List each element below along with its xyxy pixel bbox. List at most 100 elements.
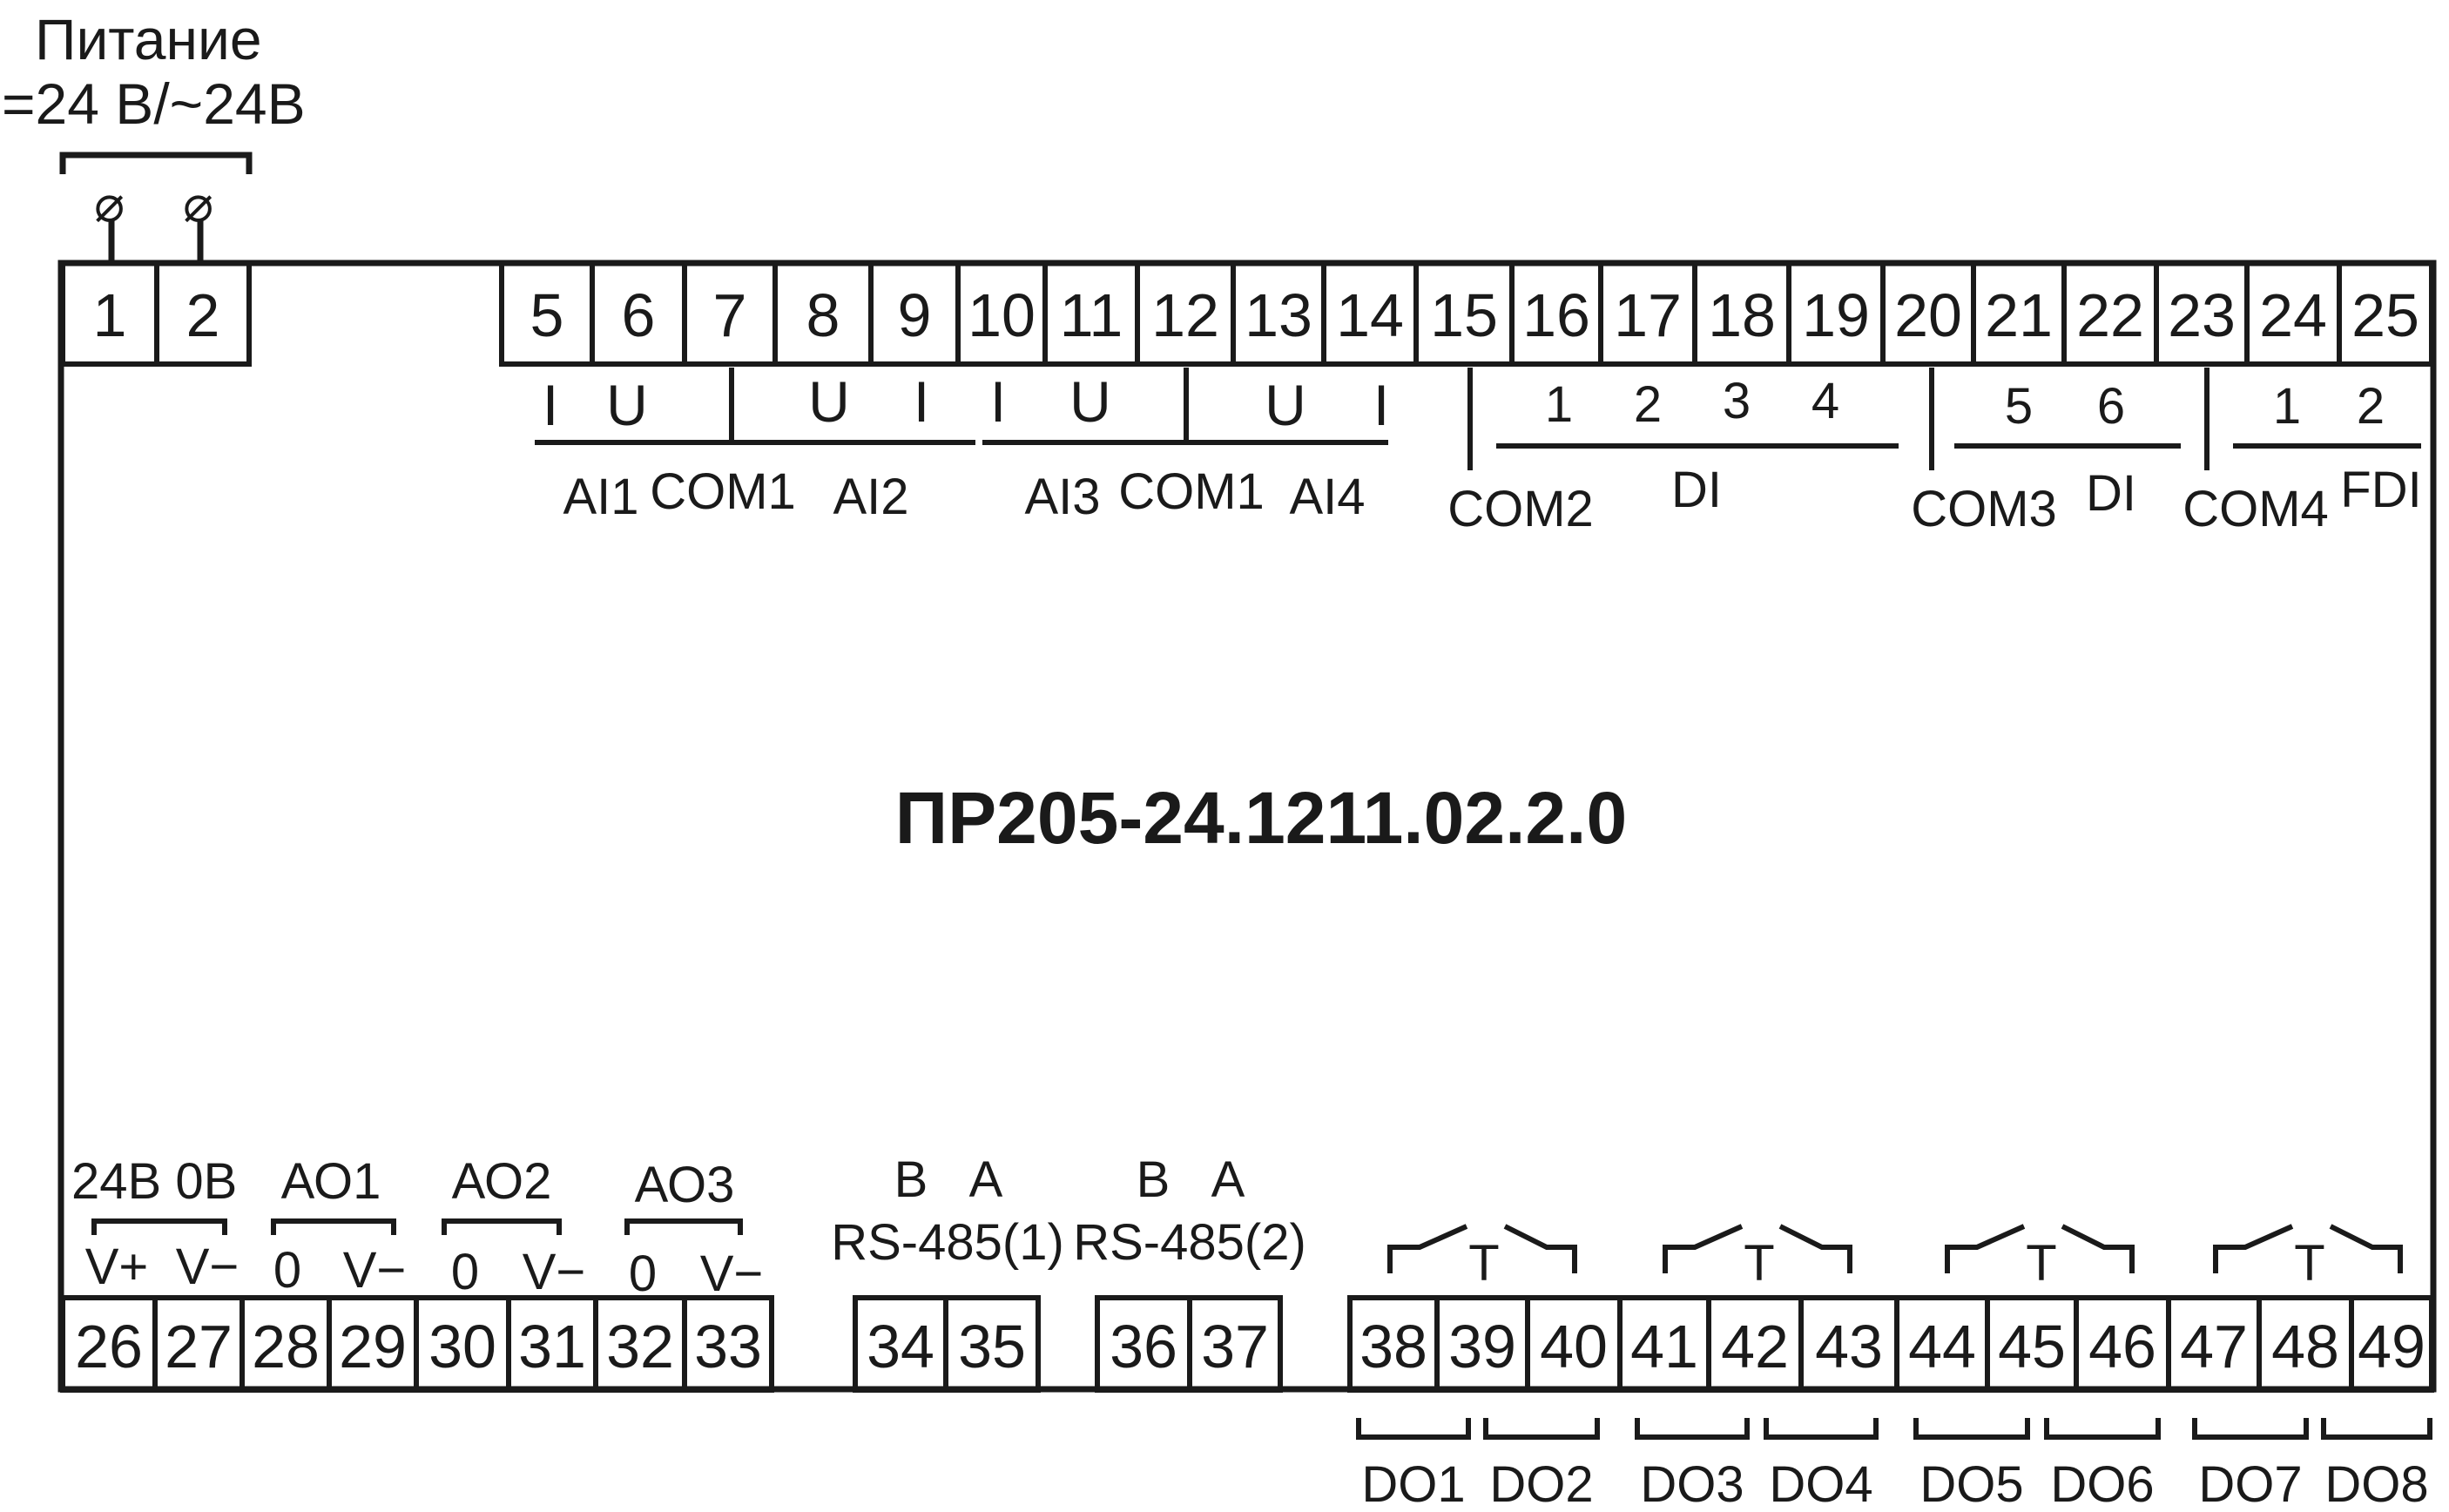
terminal-number: 5	[530, 281, 564, 349]
output-bracket	[1913, 1418, 2030, 1440]
terminal-number: 25	[2351, 281, 2419, 349]
top-group-lines	[535, 368, 2421, 470]
terminal-number: 49	[2358, 1313, 2425, 1380]
terminal-number: 47	[2180, 1313, 2248, 1380]
relay-common-label: T	[1468, 1235, 1499, 1292]
group-label: COM1	[650, 463, 796, 520]
terminal-43: 43	[1798, 1295, 1899, 1393]
output-bracket	[1635, 1418, 1750, 1440]
output-label: DO5	[1919, 1456, 2023, 1512]
terminal-number: 44	[1908, 1313, 1976, 1380]
output-label: DO7	[2198, 1456, 2302, 1512]
terminal-number: 1	[93, 281, 127, 349]
terminal-33: 33	[682, 1295, 774, 1393]
terminal-49: 49	[2349, 1295, 2434, 1393]
terminal-2: 2	[154, 260, 252, 367]
relay-common-label: T	[2294, 1235, 2324, 1292]
group-label: COM1	[1118, 463, 1265, 520]
terminal-16: 16	[1509, 260, 1603, 367]
relay-contact-icon: T	[2213, 1224, 2403, 1292]
output-label: DO6	[2050, 1456, 2154, 1512]
terminal-number: 13	[1245, 281, 1312, 349]
terminal-number: 41	[1630, 1313, 1698, 1380]
relay-common-label: T	[1744, 1235, 1774, 1292]
group-label: FDI	[2340, 462, 2421, 518]
terminal-6: 6	[590, 260, 687, 367]
terminal-48: 48	[2257, 1295, 2354, 1393]
terminal-30: 30	[414, 1295, 511, 1393]
pin-label: I	[1373, 373, 1389, 437]
terminal-number: 9	[898, 281, 932, 349]
terminal-number: 19	[1802, 281, 1870, 349]
bottom-group-labels: 24В 0В АО1 АО2 АО3 RS-485(1) RS-485(2)	[71, 1153, 1306, 1271]
terminal-35: 35	[943, 1295, 1041, 1393]
bottom-group-lines	[91, 1218, 743, 1235]
terminal-number: 14	[1336, 281, 1404, 349]
terminal-number: 17	[1614, 281, 1682, 349]
relay-contact-icon: T	[1387, 1224, 1577, 1292]
output-label: DO3	[1640, 1456, 1744, 1512]
terminal-31: 31	[506, 1295, 598, 1393]
terminal-25: 25	[2337, 260, 2434, 367]
pin-label: 0	[273, 1242, 301, 1299]
terminal-12: 12	[1135, 260, 1236, 367]
pin-label: 1	[2273, 378, 2301, 435]
pin-label: 2	[2357, 378, 2385, 435]
output-label: DO2	[1489, 1456, 1593, 1512]
output-label: DO1	[1361, 1456, 1465, 1512]
terminal-number: 16	[1522, 281, 1590, 349]
terminal-13: 13	[1231, 260, 1326, 367]
terminal-number: 35	[958, 1313, 1026, 1380]
output-label: DO8	[2324, 1456, 2428, 1512]
pin-label: V−	[343, 1242, 407, 1299]
pin-label: I	[543, 373, 558, 437]
terminal-number: 27	[165, 1313, 233, 1380]
terminal-number: 36	[1110, 1313, 1177, 1380]
terminal-number: 34	[867, 1313, 934, 1380]
terminal-number: 10	[968, 281, 1036, 349]
relay-common-label: T	[2026, 1235, 2056, 1292]
terminal-number: 37	[1201, 1313, 1269, 1380]
terminal-number: 48	[2271, 1313, 2339, 1380]
terminal-number: 24	[2259, 281, 2327, 349]
relay-contact-icon: T	[1663, 1224, 1852, 1292]
terminal-number: 40	[1540, 1313, 1608, 1380]
terminal-number: 39	[1448, 1313, 1516, 1380]
terminal-number: 33	[694, 1313, 762, 1380]
group-label: RS-485(1)	[831, 1214, 1064, 1271]
group-label: COM3	[1911, 481, 2057, 537]
terminal-number: 32	[606, 1313, 674, 1380]
output-bracket	[2321, 1418, 2432, 1440]
output-label: DO4	[1769, 1456, 1872, 1512]
group-label: DI	[2086, 465, 2136, 522]
terminal-number: 30	[428, 1313, 496, 1380]
pin-label: 5	[2005, 378, 2033, 435]
terminal-46: 46	[2074, 1295, 2171, 1393]
terminal-22: 22	[2061, 260, 2159, 367]
top-pin-labels: I U U I I U U I 1 2 3 4 5 6 1 2	[543, 369, 2385, 437]
terminal-number: 46	[2088, 1313, 2156, 1380]
group-label: RS-485(2)	[1073, 1214, 1306, 1271]
terminal-20: 20	[1880, 260, 1976, 367]
pin-label: 4	[1811, 373, 1839, 429]
output-bracket	[2044, 1418, 2161, 1440]
terminal-number: 42	[1721, 1313, 1789, 1380]
terminal-17: 17	[1598, 260, 1697, 367]
relay-contact-icon: T	[1945, 1224, 2135, 1292]
power-voltage: =24 В/~24В	[2, 71, 306, 136]
terminal-number: 11	[1060, 281, 1123, 349]
terminal-41: 41	[1617, 1295, 1711, 1393]
group-label: АО3	[635, 1157, 735, 1213]
group-label: AI2	[833, 469, 908, 525]
terminal-23: 23	[2154, 260, 2250, 367]
pin-label: 3	[1723, 373, 1751, 429]
group-label: COM2	[1447, 481, 1594, 537]
group-label: AI3	[1024, 469, 1100, 525]
terminal-18: 18	[1692, 260, 1791, 367]
pin-label: V+	[85, 1239, 149, 1295]
terminal-34: 34	[853, 1295, 948, 1393]
